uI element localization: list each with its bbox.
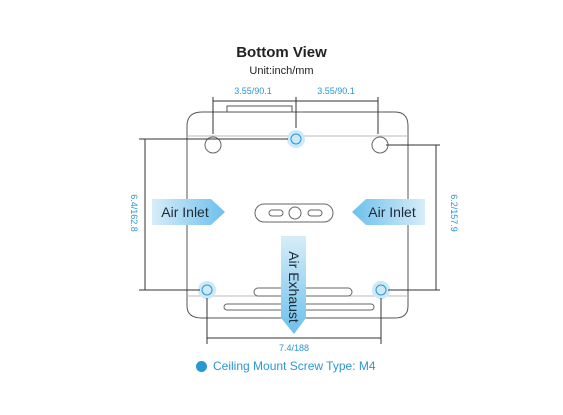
legend-text: Ceiling Mount Screw Type: M4 <box>213 359 376 373</box>
top-dimension <box>212 97 379 134</box>
air-inlet-right-label: Air Inlet <box>368 204 416 220</box>
dimension-top-left: 3.55/90.1 <box>234 86 272 96</box>
dimension-top-right: 3.55/90.1 <box>317 86 355 96</box>
center-hole <box>288 206 302 220</box>
center-slot <box>268 209 284 217</box>
dimension-left-height: 6.4/162.8 <box>129 194 139 232</box>
air-inlet-right-arrow: Air Inlet <box>352 199 425 225</box>
legend: Ceiling Mount Screw Type: M4 <box>196 359 376 373</box>
diagram-title: Bottom View <box>236 44 327 61</box>
center-slot <box>254 203 334 223</box>
foot <box>371 136 389 154</box>
air-exhaust-label: Air Exhaust <box>286 251 302 323</box>
right-dimension <box>386 144 440 291</box>
dimension-right-height: 6.2/157.9 <box>449 194 459 232</box>
left-dimension <box>139 138 288 291</box>
air-exhaust-arrow: Air Exhaust <box>281 236 306 334</box>
foot <box>204 136 222 154</box>
legend-marker-icon <box>196 360 207 372</box>
dimension-bottom-width: 7.4/188 <box>279 343 309 353</box>
screw-hole-top <box>287 130 305 148</box>
screw-hole-bottom-right <box>372 281 390 299</box>
center-slot <box>307 209 323 217</box>
screw-hole-bottom-left <box>198 281 216 299</box>
air-inlet-left-arrow: Air Inlet <box>152 199 225 225</box>
bottom-dimension <box>206 298 382 344</box>
air-inlet-left-label: Air Inlet <box>161 204 209 220</box>
unit-label: Unit:inch/mm <box>249 65 314 77</box>
